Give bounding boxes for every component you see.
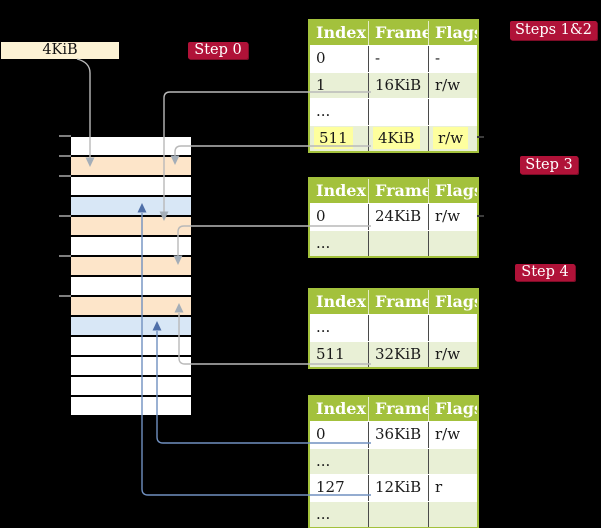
column-header-frame: Frame — [368, 21, 428, 45]
table-header-row: Index Frame Flags — [310, 179, 477, 203]
memory-cell-white — [71, 357, 191, 377]
tick-mark — [59, 175, 71, 177]
column-header-frame: Frame — [368, 397, 428, 421]
memory-cell-white — [71, 137, 191, 157]
table-header-row: Index Frame Flags — [310, 397, 477, 421]
memory-cell-white — [71, 377, 191, 397]
column-header-index: Index — [316, 292, 367, 311]
memory-cell-orange — [71, 217, 191, 237]
column-header-frame: Frame — [368, 290, 428, 314]
memory-cell-white — [71, 337, 191, 357]
column-header-frame: Frame — [368, 179, 428, 203]
highlighted-cell: r/w — [433, 126, 469, 149]
table-row: 1 16KiB r/w — [310, 71, 477, 98]
table-row: 0 36KiB r/w — [310, 421, 477, 448]
tick-mark — [59, 135, 71, 137]
column-header-flags: Flags — [428, 179, 477, 203]
page-table-steps-1-2: Index Frame Flags 0 - - 1 16KiB r/w ... … — [308, 19, 479, 153]
column-header-index: Index — [316, 399, 367, 418]
table-header-row: Index Frame Flags — [310, 21, 477, 45]
memory-cell-orange — [71, 257, 191, 277]
badge-steps12: Steps 1&2 — [510, 21, 597, 40]
table-header-row: Index Frame Flags — [310, 290, 477, 314]
memory-column — [70, 136, 192, 416]
memory-cell-white — [71, 397, 191, 415]
table-row-highlighted: 511 4KiB r/w — [310, 124, 477, 151]
table-row-ellipsis: ... — [310, 98, 477, 125]
memory-cell-orange — [71, 157, 191, 177]
table-row-ellipsis: ... — [310, 447, 477, 474]
table-row: 511 32KiB r/w — [310, 340, 477, 367]
memory-cell-white — [71, 177, 191, 197]
table-row-ellipsis: ... — [310, 500, 477, 527]
table-row: 0 24KiB r/w — [310, 203, 477, 230]
table-row: 0 - - — [310, 45, 477, 72]
column-header-flags: Flags — [428, 290, 477, 314]
page-table-step-4-lower: Index Frame Flags 0 36KiB r/w ... 127 12… — [308, 395, 479, 528]
physical-frame-box: 4KiB — [1, 42, 119, 59]
table-row: 127 12KiB r — [310, 474, 477, 501]
highlighted-cell: 511 — [314, 126, 353, 149]
column-header-index: Index — [316, 181, 367, 200]
badge-step3: Step 3 — [520, 156, 578, 174]
tick-mark — [59, 215, 71, 217]
memory-cell-blue — [71, 317, 191, 337]
table-row-ellipsis: ... — [310, 229, 477, 256]
tick-mark — [59, 155, 71, 157]
page-table-step-3: Index Frame Flags 0 24KiB r/w ... — [308, 177, 479, 258]
tick-mark — [59, 255, 71, 257]
column-header-flags: Flags — [428, 21, 477, 45]
tick-mark — [59, 295, 71, 297]
memory-cell-white — [71, 237, 191, 257]
memory-cell-white — [71, 277, 191, 297]
page-table-step-4-upper: Index Frame Flags ... 511 32KiB r/w — [308, 288, 479, 369]
column-header-flags: Flags — [428, 397, 477, 421]
memory-cell-orange — [71, 297, 191, 317]
badge-step0: Step 0 — [188, 42, 248, 59]
column-header-index: Index — [316, 23, 367, 42]
table-row-ellipsis: ... — [310, 314, 477, 341]
highlighted-cell: 4KiB — [373, 126, 420, 149]
badge-step4: Step 4 — [515, 264, 575, 281]
memory-cell-blue — [71, 197, 191, 217]
